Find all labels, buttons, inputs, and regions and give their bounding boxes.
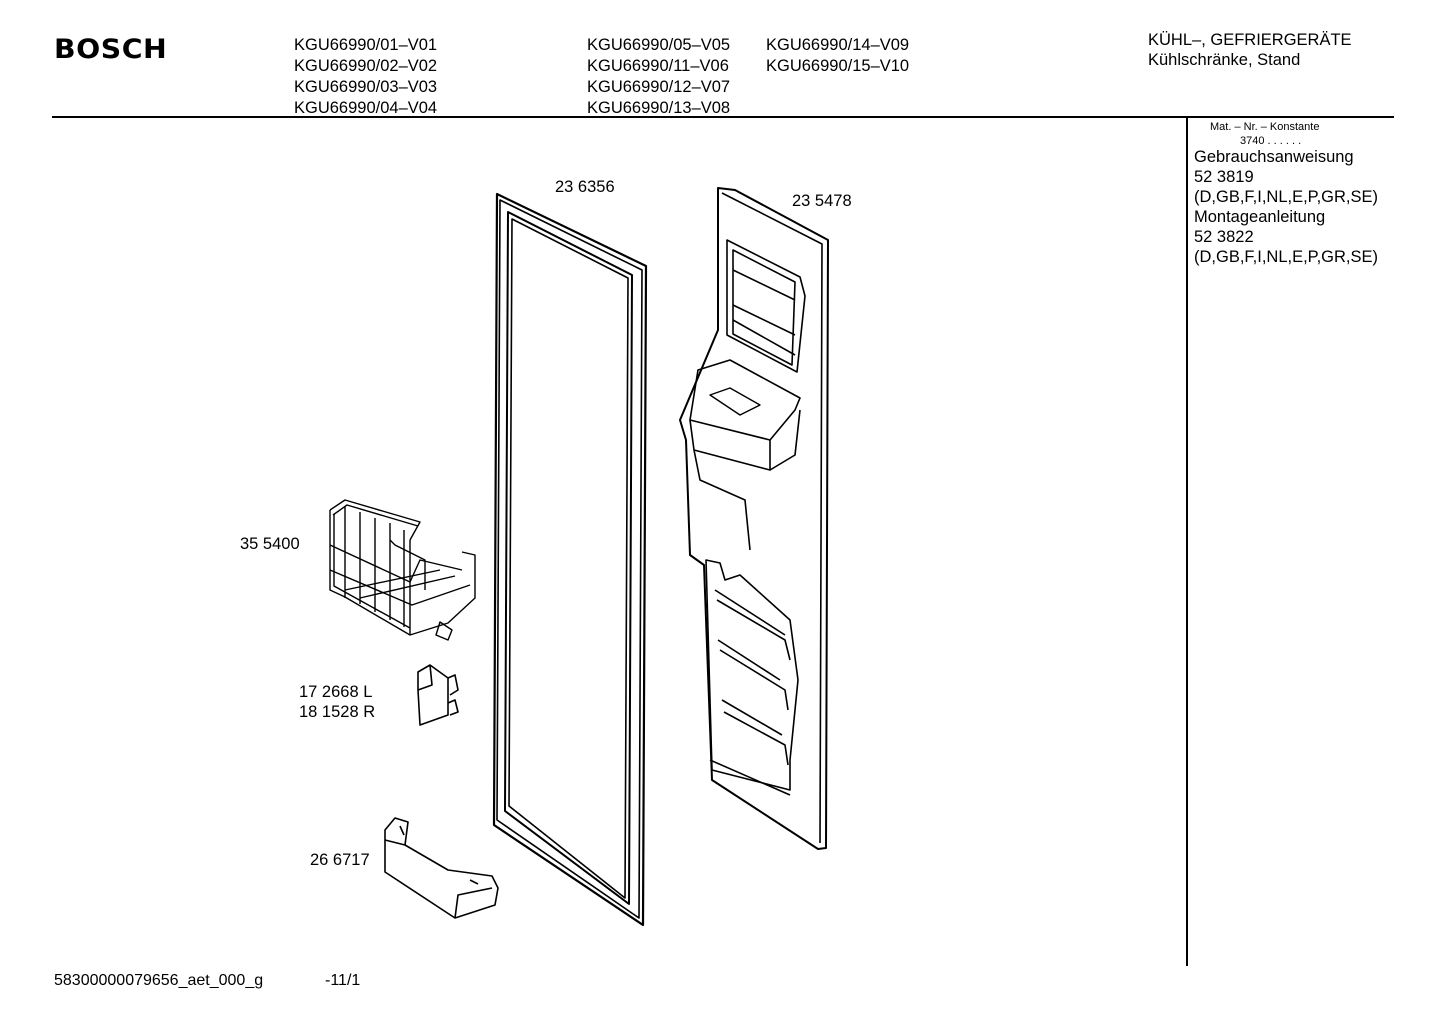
model-number: KGU66990/12–V07 (587, 78, 731, 96)
part-label-gasket: 23 6356 (555, 178, 615, 196)
model-list-1: KGU66990/01–V01 KGU66990/02–V02 KGU66990… (294, 35, 437, 119)
part-label-door-liner: 23 5478 (792, 192, 852, 210)
model-number: KGU66990/03–V03 (294, 78, 438, 96)
mat-number-value: 3740 . . . . . . (1240, 135, 1302, 147)
bottle-shelf (384, 817, 499, 919)
mat-number-label: Mat. – Nr. – Konstante (1210, 121, 1320, 133)
part-label-basket: 35 5400 (240, 535, 300, 553)
sidebar-divider (1186, 117, 1188, 966)
doc-line: (D,GB,F,I,NL,E,P,GR,SE) (1194, 188, 1378, 206)
doc-line: 52 3822 (1194, 228, 1254, 246)
model-number: KGU66990/14–V09 (766, 36, 910, 54)
category-title: KÜHL–, GEFRIERGERÄTE (1148, 31, 1352, 49)
model-number: KGU66990/11–V06 (587, 57, 729, 75)
hinge-cover (417, 664, 459, 726)
model-number: KGU66990/02–V02 (294, 57, 438, 75)
brand-logo: BOSCH (54, 34, 168, 65)
model-list-3: KGU66990/14–V09 KGU66990/15–V10 (766, 35, 909, 77)
door-gasket (492, 192, 648, 927)
model-number: KGU66990/04–V04 (294, 99, 438, 117)
part-label-hinge-r: 18 1528 R (299, 703, 376, 721)
door-liner (679, 187, 829, 850)
header-divider (52, 116, 1394, 118)
model-number: KGU66990/15–V10 (766, 57, 910, 75)
doc-line: 52 3819 (1194, 168, 1254, 186)
doc-line: Montageanleitung (1194, 208, 1326, 226)
doc-line: Gebrauchsanweisung (1194, 148, 1354, 166)
model-number: KGU66990/05–V05 (587, 36, 731, 54)
model-number: KGU66990/13–V08 (587, 99, 731, 117)
page-number: -11/1 (325, 972, 361, 989)
category-subtitle: Kühlschränke, Stand (1148, 51, 1301, 69)
documents-list: Gebrauchsanweisung 52 3819 (D,GB,F,I,NL,… (1194, 147, 1378, 267)
model-list-2: KGU66990/05–V05 KGU66990/11–V06 KGU66990… (587, 35, 730, 119)
document-id: 58300000079656_aet_000_g (54, 972, 264, 989)
part-label-bottle-shelf: 26 6717 (310, 851, 370, 869)
doc-line: (D,GB,F,I,NL,E,P,GR,SE) (1194, 248, 1378, 266)
wire-basket (329, 499, 476, 641)
part-label-hinge-l: 17 2668 L (299, 683, 373, 701)
model-number: KGU66990/01–V01 (294, 36, 438, 54)
